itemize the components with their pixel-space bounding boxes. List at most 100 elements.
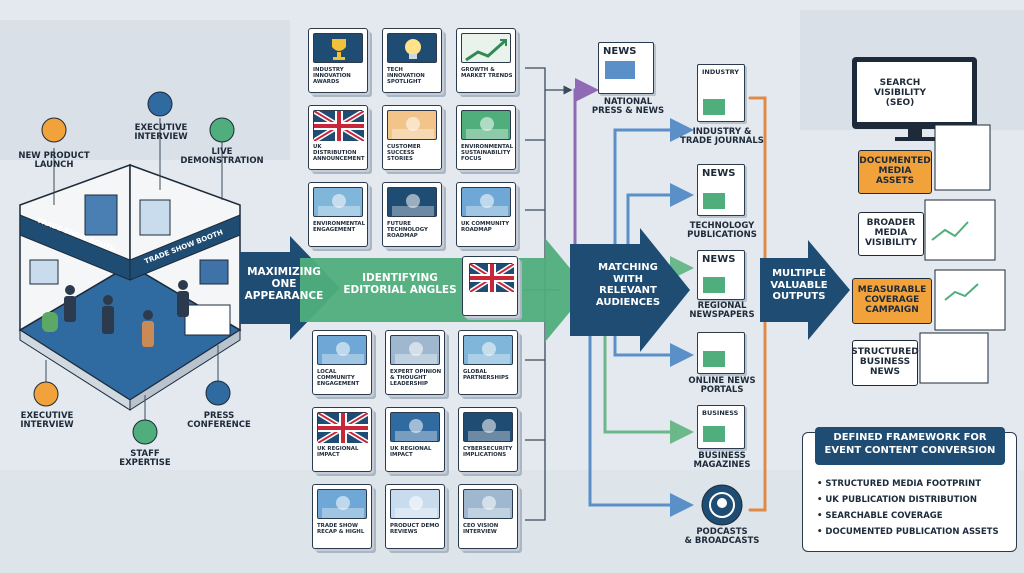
editorial-angle-card: UK REGIONAL IMPACT xyxy=(312,407,372,472)
demo-icon xyxy=(390,489,440,519)
angle-caption: UK REGIONAL IMPACT xyxy=(390,446,432,459)
chip-icon xyxy=(387,187,437,217)
angle-caption: UK REGIONAL IMPACT xyxy=(317,446,359,459)
angle-caption: CUSTOMER SUCCESS STORIES xyxy=(387,144,421,163)
angle-caption: LOCAL COMMUNITY ENGAGEMENT xyxy=(317,369,360,388)
crowd-icon xyxy=(317,335,367,365)
framework-box: DEFINED FRAMEWORK FOR EVENT CONTENT CONV… xyxy=(802,427,1017,552)
publication-label: PODCASTS & BROADCASTS xyxy=(684,527,760,546)
angle-caption: GLOBAL PARTNERSHIPS xyxy=(463,369,509,382)
label-new-product-launch: NEW PRODUCT LAUNCH xyxy=(18,151,90,170)
framework-item: UK PUBLICATION DISTRIBUTION xyxy=(817,495,999,505)
speaker-icon xyxy=(390,335,440,365)
publication-image xyxy=(703,426,725,442)
editorial-angle-card: LOCAL COMMUNITY ENGAGEMENT xyxy=(312,330,372,395)
angle-caption: ENVIRONMENTAL SUSTAINABILITY FOCUS xyxy=(461,144,514,163)
lightbulb-icon xyxy=(387,33,437,63)
publication-tag: BUSINESS xyxy=(702,409,739,417)
world-map-icon xyxy=(463,335,513,365)
editorial-angle-card: INDUSTRY INNOVATION AWARDS xyxy=(308,28,368,93)
publication-icon xyxy=(697,332,745,374)
angle-caption: EXPERT OPINION & THOUGHT LEADERSHIP xyxy=(390,369,442,388)
publication-label: BUSINESS MAGAZINES xyxy=(693,451,751,470)
editorial-angle-card: ENVIRONMENTAL SUSTAINABILITY FOCUS xyxy=(456,105,516,170)
label-national-press: NATIONAL PRESS & NEWS xyxy=(591,97,665,116)
flow-step-maximizing: MAXIMIZING ONE APPEARANCE xyxy=(244,266,324,303)
publication-tag: INDUSTRY xyxy=(702,68,740,76)
landscape-icon xyxy=(461,187,511,217)
flow-step-identifying: IDENTIFYING EDITORIAL ANGLES xyxy=(343,272,457,297)
angle-card-center-flag xyxy=(462,256,518,316)
framework-title: DEFINED FRAMEWORK FOR EVENT CONTENT CONV… xyxy=(815,427,1005,465)
editorial-angle-card: PRODUCT DEMO REVIEWS xyxy=(385,484,445,549)
publication-label: ONLINE NEWS PORTALS xyxy=(688,376,756,395)
booth-icons xyxy=(33,91,235,445)
angle-caption: UK DISTRIBUTION ANNOUNCEMENT xyxy=(313,144,365,163)
output-1: SEARCH VISIBILITY (SEO) xyxy=(873,78,927,108)
flow-step-outputs: MULTIPLE VALUABLE OUTPUTS xyxy=(770,268,828,302)
trade-show-booth xyxy=(18,163,242,411)
editorial-angle-card: UK COMMUNITY ROADMAP xyxy=(456,182,516,247)
podcast-icon xyxy=(701,484,743,526)
angle-caption: INDUSTRY INNOVATION AWARDS xyxy=(313,67,351,86)
photo-icon xyxy=(317,489,367,519)
editorial-angle-card: TECH INNOVATION SPOTLIGHT xyxy=(382,28,442,93)
angle-caption: FUTURE TECHNOLOGY ROADMAP xyxy=(387,221,428,240)
label-executive-interview-bottom: EXECUTIVE INTERVIEW xyxy=(20,411,74,430)
person-icon xyxy=(463,489,513,519)
uk-flag-icon xyxy=(316,410,370,446)
shield-icon xyxy=(463,412,513,442)
label-executive-interview-top: EXECUTIVE INTERVIEW xyxy=(134,123,188,142)
angle-caption: PRODUCT DEMO REVIEWS xyxy=(390,523,440,536)
editorial-angle-card: FUTURE TECHNOLOGY ROADMAP xyxy=(382,182,442,247)
label-live-demonstration: LIVE DEMONSTRATION xyxy=(180,147,264,166)
editorial-angle-card: UK DISTRIBUTION ANNOUNCEMENT xyxy=(308,105,368,170)
trophy-icon xyxy=(313,33,363,63)
national-news-icon: NEWS xyxy=(598,42,654,94)
publication-image xyxy=(703,193,725,209)
publication-icon: NEWS xyxy=(697,164,745,216)
framework-item: DOCUMENTED PUBLICATION ASSETS xyxy=(817,527,998,537)
editorial-angle-card: CEO VISION INTERVIEW xyxy=(458,484,518,549)
arrow-outputs xyxy=(760,240,850,340)
editorial-angle-card: CYBERSECURITY IMPLICATIONS xyxy=(458,407,518,472)
editorial-angle-card: TRADE SHOW RECAP & HIGHL xyxy=(312,484,372,549)
globe-icon xyxy=(313,187,363,217)
publication-image xyxy=(703,351,725,367)
label-staff-expertise: STAFF EXPERTISE xyxy=(119,449,171,468)
publication-label: INDUSTRY & TRADE JOURNALS xyxy=(680,127,764,146)
label-press-conference: PRESS CONFERENCE xyxy=(187,411,251,430)
publication-tag: NEWS xyxy=(702,254,736,265)
output-5: STRUCTURED BUSINESS NEWS xyxy=(851,340,919,386)
angle-caption: TRADE SHOW RECAP & HIGHL xyxy=(317,523,365,536)
uk-flag-icon xyxy=(312,108,366,144)
editorial-angle-card: GLOBAL PARTNERSHIPS xyxy=(458,330,518,395)
angle-caption: CEO VISION INTERVIEW xyxy=(463,523,499,536)
publication-icon: NEWS xyxy=(697,250,745,300)
angle-caption: UK COMMUNITY ROADMAP xyxy=(461,221,510,234)
framework-item: STRUCTURED MEDIA FOOTPRINT xyxy=(817,479,999,489)
output-3: BROADER MEDIA VISIBILITY xyxy=(858,212,924,256)
editorial-angle-card: GROWTH & MARKET TRENDS xyxy=(456,28,516,93)
output-stack xyxy=(852,57,1006,384)
leaf-icon xyxy=(461,110,511,140)
map-icon xyxy=(390,412,440,442)
flow-step-matching: MATCHING WITH RELEVANT AUDIENCES xyxy=(595,262,661,308)
publication-tag: NEWS xyxy=(702,168,736,179)
editorial-angle-card: EXPERT OPINION & THOUGHT LEADERSHIP xyxy=(385,330,445,395)
publication-image xyxy=(703,277,725,293)
output-2: DOCUMENTED MEDIA ASSETS xyxy=(858,150,932,194)
growth-chart-icon xyxy=(461,33,511,63)
angle-caption: CYBERSECURITY IMPLICATIONS xyxy=(463,446,513,459)
angle-caption: GROWTH & MARKET TRENDS xyxy=(461,67,513,80)
editorial-angle-card: CUSTOMER SUCCESS STORIES xyxy=(382,105,442,170)
arrow-matching xyxy=(570,228,690,352)
framework-item: SEARCHABLE COVERAGE xyxy=(817,511,999,521)
framework-list: STRUCTURED MEDIA FOOTPRINT UK PUBLICATIO… xyxy=(817,479,999,543)
editorial-angle-card: UK REGIONAL IMPACT xyxy=(385,407,445,472)
editorial-angle-card: ENVIRONMENTAL ENGAGEMENT xyxy=(308,182,368,247)
publication-icon: INDUSTRY xyxy=(697,64,745,122)
people-icon xyxy=(387,110,437,140)
angle-caption: ENVIRONMENTAL ENGAGEMENT xyxy=(313,221,366,234)
